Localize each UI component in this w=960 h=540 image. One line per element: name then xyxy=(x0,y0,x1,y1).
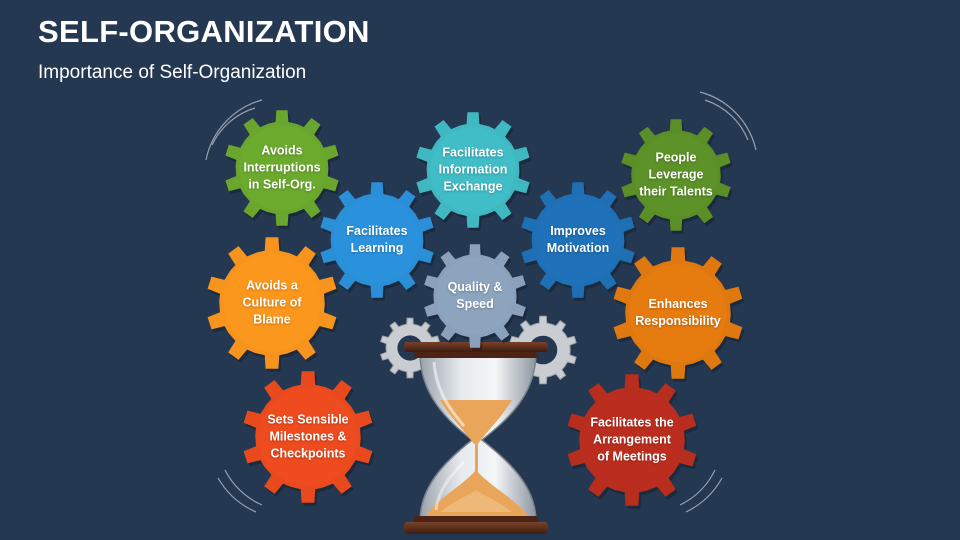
gear-label-line: People xyxy=(655,150,697,165)
hourglass-bottom-cap xyxy=(404,522,548,534)
gear-label-line: Exchange xyxy=(443,179,503,194)
gear-label-line: Avoids xyxy=(261,143,303,158)
sand-top xyxy=(440,400,512,444)
gear-group xyxy=(207,110,745,509)
slide-subtitle: Importance of Self-Organization xyxy=(38,62,307,83)
gear-label-line: in Self-Org. xyxy=(248,177,316,192)
gear-label-line: Leverage xyxy=(648,167,704,182)
decorative-arc xyxy=(205,99,263,161)
decorative-arc xyxy=(704,99,749,141)
decorative-arc xyxy=(679,469,716,506)
gear-label-line: Improves xyxy=(550,224,606,238)
gear-label-line: Quality & xyxy=(447,280,503,294)
gear-label-line: Sets Sensible xyxy=(267,412,349,427)
gear-label-line: Interruptions xyxy=(243,160,321,175)
gear-label-line: Arrangement xyxy=(593,432,671,447)
gear-label-line: Checkpoints xyxy=(270,446,346,461)
gear-label-line: Avoids a xyxy=(246,278,298,293)
gear-label-line: Facilitates the xyxy=(590,415,674,430)
decorative-arcs xyxy=(205,91,757,513)
gear-label-line: Learning xyxy=(350,241,404,255)
gear-label-avoids-culture-of-blame: Avoids a Culture of Blame xyxy=(217,278,327,329)
gear-label-line: Culture of xyxy=(242,295,302,310)
sand-stream xyxy=(475,440,478,492)
gear-label-line: of Meetings xyxy=(597,449,667,464)
gear-label-line: Facilitates xyxy=(442,145,504,160)
gear-label-line: Enhances xyxy=(648,297,708,311)
gear-label-line: Information xyxy=(438,162,508,177)
decorative-arc xyxy=(699,91,757,151)
gear-label-line: Responsibility xyxy=(635,314,721,328)
gear-label-line: Blame xyxy=(253,312,291,327)
gear-label-line: Facilitates xyxy=(346,224,408,238)
decorative-arc xyxy=(217,477,257,513)
gear-label-quality-speed: Quality & Speed xyxy=(420,279,530,313)
gear-label-line: Speed xyxy=(456,297,494,311)
decorative-arc xyxy=(211,107,256,146)
gear-label-line: Motivation xyxy=(546,241,610,255)
gear-label-line: Milestones & xyxy=(269,429,347,444)
decorative-arc xyxy=(685,477,723,513)
gear-label-line: their Talents xyxy=(639,184,713,199)
decorative-arc xyxy=(224,469,263,506)
hourglass-icon xyxy=(404,342,548,534)
slide-title: SELF-ORGANIZATION xyxy=(38,14,370,49)
